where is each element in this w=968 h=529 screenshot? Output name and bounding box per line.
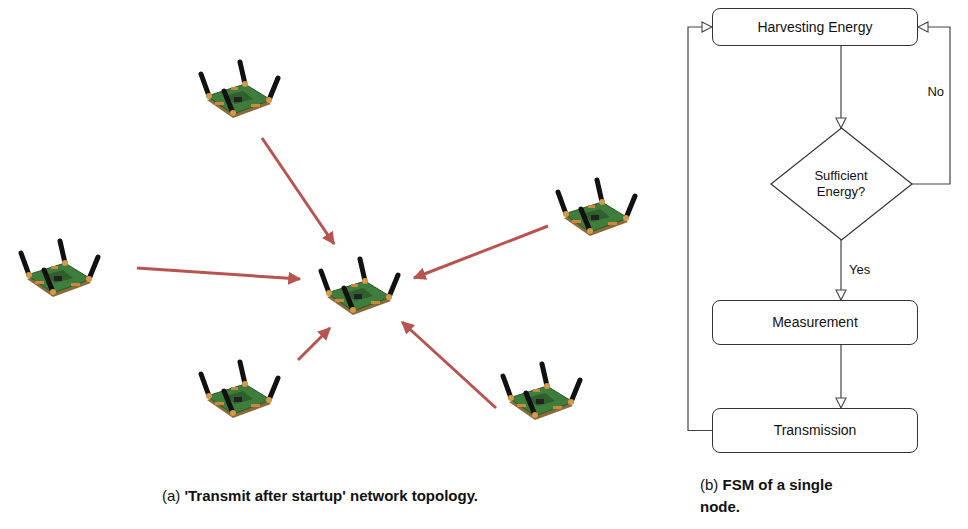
sensor-node-left	[21, 241, 98, 297]
subfigure-letter: (b)	[700, 476, 718, 493]
figure-caption: (a) 'Transmit after startup' network top…	[40, 485, 600, 507]
sensor-node-top	[201, 62, 278, 118]
decision-diamond: Sufficient Energy?	[771, 128, 912, 240]
node-text: Harvesting Energy	[757, 19, 872, 36]
transmit-arrow	[402, 322, 496, 408]
state-box: Transmission	[712, 408, 918, 453]
edge-label: Yes	[848, 262, 871, 278]
state-box: Measurement	[712, 300, 918, 345]
figure-caption: (b) FSM of a single node.	[700, 474, 855, 518]
subfigure-letter: (a)	[162, 487, 180, 504]
caption-text: 'Transmit after startup' network topolog…	[184, 487, 478, 504]
edge-label: No	[926, 84, 945, 100]
transition-arrow	[840, 345, 841, 408]
sensor-node-right	[558, 180, 635, 236]
transmit-arrow	[414, 226, 548, 278]
state-box: Harvesting Energy	[712, 8, 918, 46]
transmit-arrow	[137, 268, 300, 279]
node-text: Sufficient Energy?	[801, 168, 881, 199]
transition-arrow	[840, 240, 841, 300]
node-text: Measurement	[772, 314, 858, 331]
transition-arrow	[688, 27, 712, 431]
transition-arrow	[840, 46, 841, 128]
sensor-node-bottom-right	[503, 364, 580, 420]
sensor-node-bottom-left	[201, 362, 278, 418]
transition-arrow	[912, 27, 951, 184]
diamond-shape	[771, 128, 912, 240]
node-text: Transmission	[774, 422, 857, 439]
transmit-arrow	[298, 328, 330, 360]
sensor-node-center	[321, 259, 398, 315]
caption-text: FSM of a single node.	[700, 476, 833, 515]
transmit-arrow	[262, 138, 334, 244]
